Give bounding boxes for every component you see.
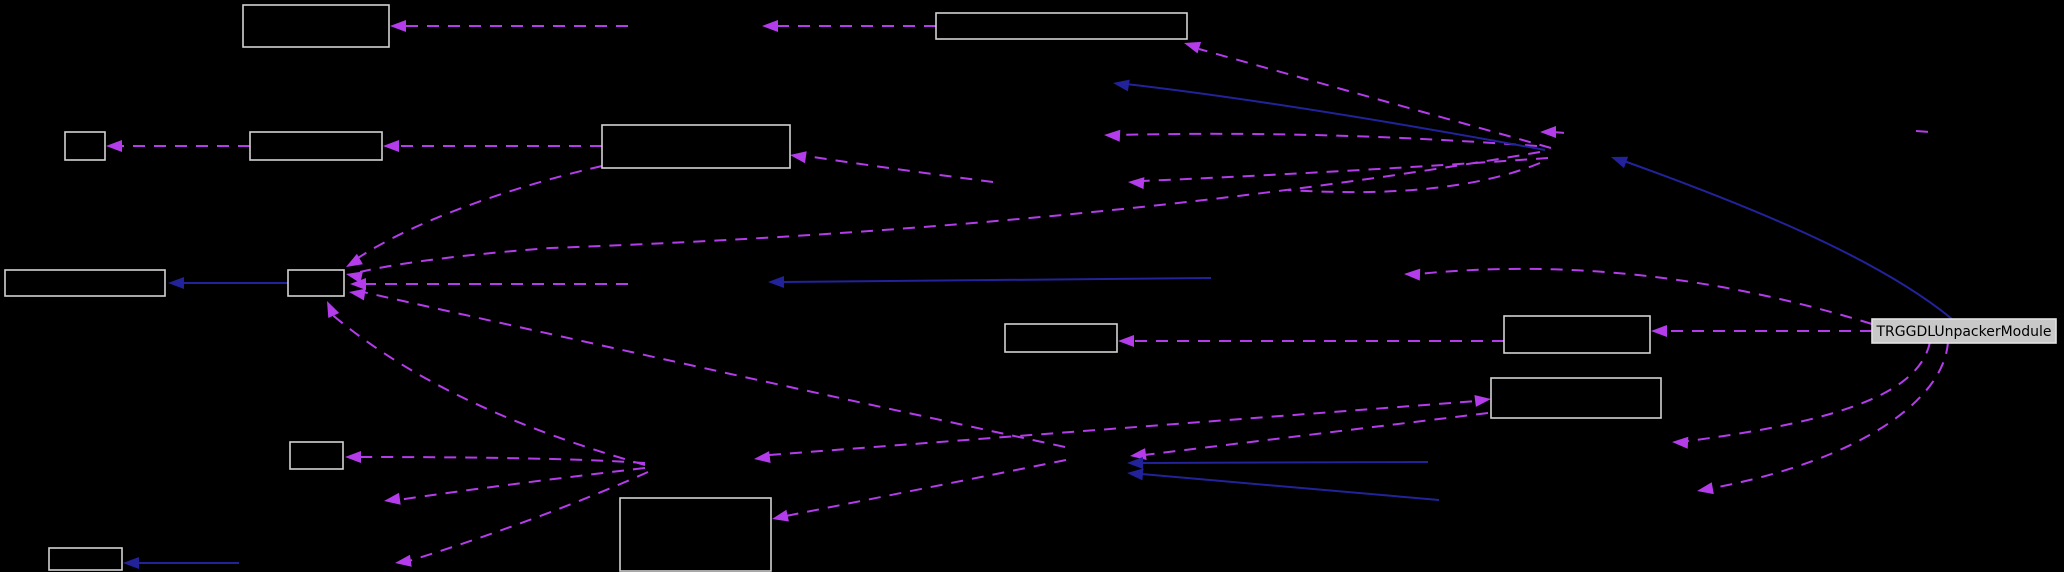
class-node-node-center-right[interactable] <box>1004 323 1118 353</box>
usage-arrowhead <box>384 492 401 505</box>
usage-edge <box>785 459 1067 517</box>
usage-edge <box>805 155 994 183</box>
usage-arrowhead <box>1474 395 1491 407</box>
usage-edge <box>362 291 1066 448</box>
inheritance-arrowhead <box>168 277 184 289</box>
usage-arrowhead <box>772 509 789 522</box>
usage-arrowhead <box>383 140 399 152</box>
usage-edge <box>1417 267 1873 325</box>
class-node-node-mid-left[interactable] <box>249 131 383 161</box>
class-node-node-far-left-wide[interactable] <box>4 269 166 297</box>
usage-arrowhead <box>1697 482 1714 495</box>
class-node-node-small-lower-left[interactable] <box>289 441 344 470</box>
usage-arrowhead <box>327 301 340 318</box>
usage-arrowhead <box>1404 268 1421 281</box>
usage-arrowhead <box>395 554 412 567</box>
class-node-node-right-lower[interactable] <box>1490 377 1662 419</box>
usage-arrowhead <box>350 278 366 290</box>
class-node-node-top-left[interactable] <box>242 4 390 48</box>
usage-edge <box>1198 48 1552 149</box>
usage-arrowhead <box>1184 41 1202 54</box>
inheritance-arrowhead <box>768 276 784 288</box>
inheritance-edge <box>1140 461 1429 464</box>
class-node-node-top-wide[interactable] <box>935 12 1188 40</box>
usage-arrowhead <box>1128 177 1145 190</box>
class-node-node-small-left[interactable] <box>64 131 106 161</box>
usage-edge <box>1712 341 1949 489</box>
inheritance-edge <box>781 277 1212 283</box>
usage-edge <box>1687 341 1931 442</box>
usage-arrowhead <box>345 451 361 463</box>
main-class-label: TRGGDLUnpackerModule <box>1875 324 2051 340</box>
usage-edge <box>768 400 1478 456</box>
usage-arrowhead <box>1104 129 1121 142</box>
usage-arrowhead <box>1130 448 1147 460</box>
usage-edge <box>1117 132 1538 147</box>
usage-edge <box>1141 157 1549 182</box>
usage-edge <box>359 151 1541 273</box>
usage-edge <box>1287 162 1541 194</box>
usage-arrowhead <box>762 20 778 32</box>
inheritance-edge <box>1125 83 1546 151</box>
usage-arrowhead <box>754 451 771 463</box>
usage-edge <box>355 456 646 464</box>
usage-arrowhead <box>390 20 406 32</box>
class-node-node-center-large[interactable] <box>601 124 791 169</box>
inheritance-edge <box>1140 473 1440 501</box>
usage-arrowhead <box>1540 126 1556 138</box>
inheritance-edge <box>1623 160 1953 320</box>
inheritance-arrowhead <box>1127 468 1144 481</box>
usage-arrowhead <box>346 253 363 267</box>
usage-arrowhead <box>349 288 366 301</box>
class-node-node-right-upper[interactable] <box>1503 315 1651 354</box>
inheritance-arrowhead <box>123 557 139 569</box>
usage-arrowhead <box>106 140 122 152</box>
usage-edge <box>397 467 646 501</box>
usage-arrowhead <box>1651 325 1667 337</box>
class-node-node-bottom-left[interactable] <box>48 547 123 571</box>
class-node-node-bottom-center[interactable] <box>619 497 772 572</box>
class-node-node-hub-small[interactable] <box>287 269 345 297</box>
usage-arrowhead <box>1118 335 1134 347</box>
usage-edge <box>408 471 649 562</box>
usage-edge <box>351 165 603 263</box>
inheritance-arrowhead <box>1127 457 1143 469</box>
inheritance-arrowhead <box>1113 79 1130 92</box>
usage-edge <box>1915 130 1931 133</box>
usage-arrowhead <box>790 151 807 164</box>
usage-edge <box>328 311 646 466</box>
usage-arrowhead <box>346 271 363 284</box>
usage-edge <box>1143 412 1489 456</box>
inheritance-arrowhead <box>1611 156 1629 169</box>
main-class-node[interactable] <box>1871 318 2057 344</box>
usage-arrowhead <box>1672 436 1689 449</box>
